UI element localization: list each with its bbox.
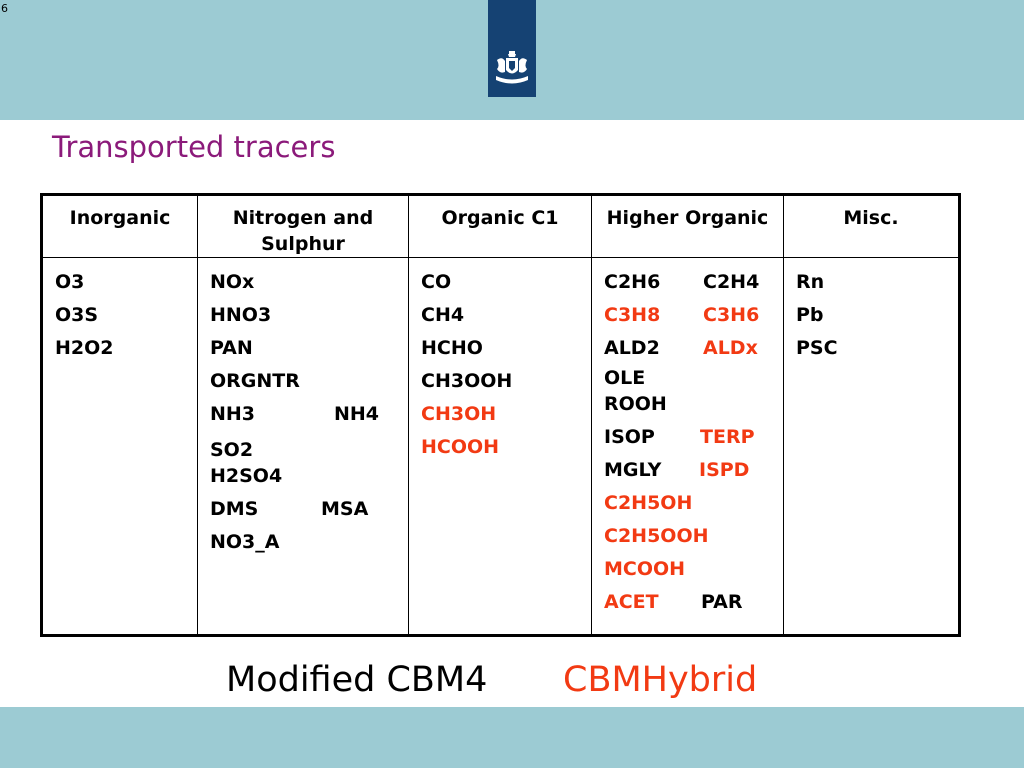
list-item-pair: ACET PAR — [604, 586, 783, 619]
list-item: C2H5OH — [604, 492, 693, 514]
footer-band — [0, 707, 1024, 768]
list-item: C3H6 — [703, 304, 760, 326]
list-item: MCOOH — [604, 558, 686, 580]
cell-nitrogen-sulphur: NOx HNO3 PAN ORGNTR NH3 NH4 SO2 H2SO4 DMS… — [197, 257, 409, 636]
list-item: PAN — [210, 337, 253, 359]
list-item: H2O2 — [55, 337, 114, 359]
list-item: Rn — [796, 271, 825, 293]
list-item: NH3 — [210, 403, 256, 425]
list-item: NH4 — [334, 403, 380, 425]
header-nitrogen-sulphur: Nitrogen and Sulphur — [197, 194, 409, 258]
list-item: OLE — [604, 367, 646, 389]
list-item: NOx — [210, 271, 255, 293]
list-item: C2H5OOH — [604, 525, 709, 547]
list-item: MSA — [321, 498, 369, 520]
tracer-table: Inorganic Nitrogen and Sulphur Organic C… — [40, 193, 961, 637]
header-organic-c1: Organic C1 — [408, 194, 592, 258]
header-inorganic: Inorganic — [41, 194, 198, 258]
slide-title: Transported tracers — [52, 130, 336, 164]
list-item-pair: ALD2 ALDx — [604, 332, 783, 365]
cell-organic-c1: CO CH4 HCHO CH3OOH CH3OH HCOOH — [408, 257, 592, 636]
table-header-row: Inorganic Nitrogen and Sulphur Organic C… — [41, 194, 960, 258]
list-item: ALD2 — [604, 337, 660, 359]
list-item: H2SO4 — [210, 465, 283, 487]
list-item-pair: C2H6 C2H4 — [604, 266, 783, 299]
coat-of-arms-icon — [496, 51, 528, 84]
list-item: Pb — [796, 304, 824, 326]
list-item: MGLY — [604, 459, 662, 481]
list-item: ALDx — [703, 337, 758, 359]
list-item: SO2 — [210, 439, 254, 461]
legend-modified-cbm4: Modified CBM4 — [226, 660, 488, 700]
list-item: ACET — [604, 591, 659, 613]
list-item-wrap: OLE ROOH — [604, 365, 783, 421]
cell-misc: Rn Pb PSC — [783, 257, 960, 636]
list-item-pair: C3H8 C3H6 — [604, 299, 783, 332]
list-item-pair: ISOP TERP — [604, 421, 783, 454]
list-item: C3H8 — [604, 304, 661, 326]
list-item: NO3_A — [210, 531, 280, 553]
list-item: DMS — [210, 498, 259, 520]
list-item-pair: DMS MSA — [210, 493, 408, 526]
list-item: ORGNTR — [210, 370, 300, 392]
table-row: O3 O3S H2O2 NOx HNO3 PAN ORGNTR NH3 NH4 S… — [41, 257, 960, 636]
list-item-pair: NH3 NH4 — [210, 398, 408, 431]
legend-cbmhybrid: CBMHybrid — [563, 660, 758, 700]
list-item: C2H6 — [604, 271, 661, 293]
list-item: HCHO — [421, 337, 483, 359]
list-item: CH4 — [421, 304, 465, 326]
header-misc: Misc. — [783, 194, 960, 258]
header-higher-organic: Higher Organic — [591, 194, 784, 258]
list-item: HNO3 — [210, 304, 272, 326]
list-item: CO — [421, 271, 452, 293]
page-number: 6 — [1, 2, 8, 15]
list-item: O3S — [55, 304, 99, 326]
list-item: O3 — [55, 271, 85, 293]
cell-inorganic: O3 O3S H2O2 — [41, 257, 198, 636]
list-item: C2H4 — [703, 271, 760, 293]
list-item: PAR — [701, 591, 743, 613]
government-logo — [488, 0, 536, 97]
cell-higher-organic: C2H6 C2H4 C3H8 C3H6 ALD2 ALDx OLE ROOH ISOP… — [591, 257, 784, 636]
list-item-pair: MGLY ISPD — [604, 454, 783, 487]
list-item: CH3OOH — [421, 370, 513, 392]
list-item: ROOH — [604, 393, 667, 415]
list-item: ISPD — [699, 459, 750, 481]
list-item: TERP — [700, 426, 755, 448]
list-item: ISOP — [604, 426, 655, 448]
list-item: HCOOH — [421, 436, 500, 458]
list-item-wrap: SO2 H2SO4 — [210, 437, 408, 493]
list-item: PSC — [796, 337, 838, 359]
list-item: CH3OH — [421, 403, 497, 425]
